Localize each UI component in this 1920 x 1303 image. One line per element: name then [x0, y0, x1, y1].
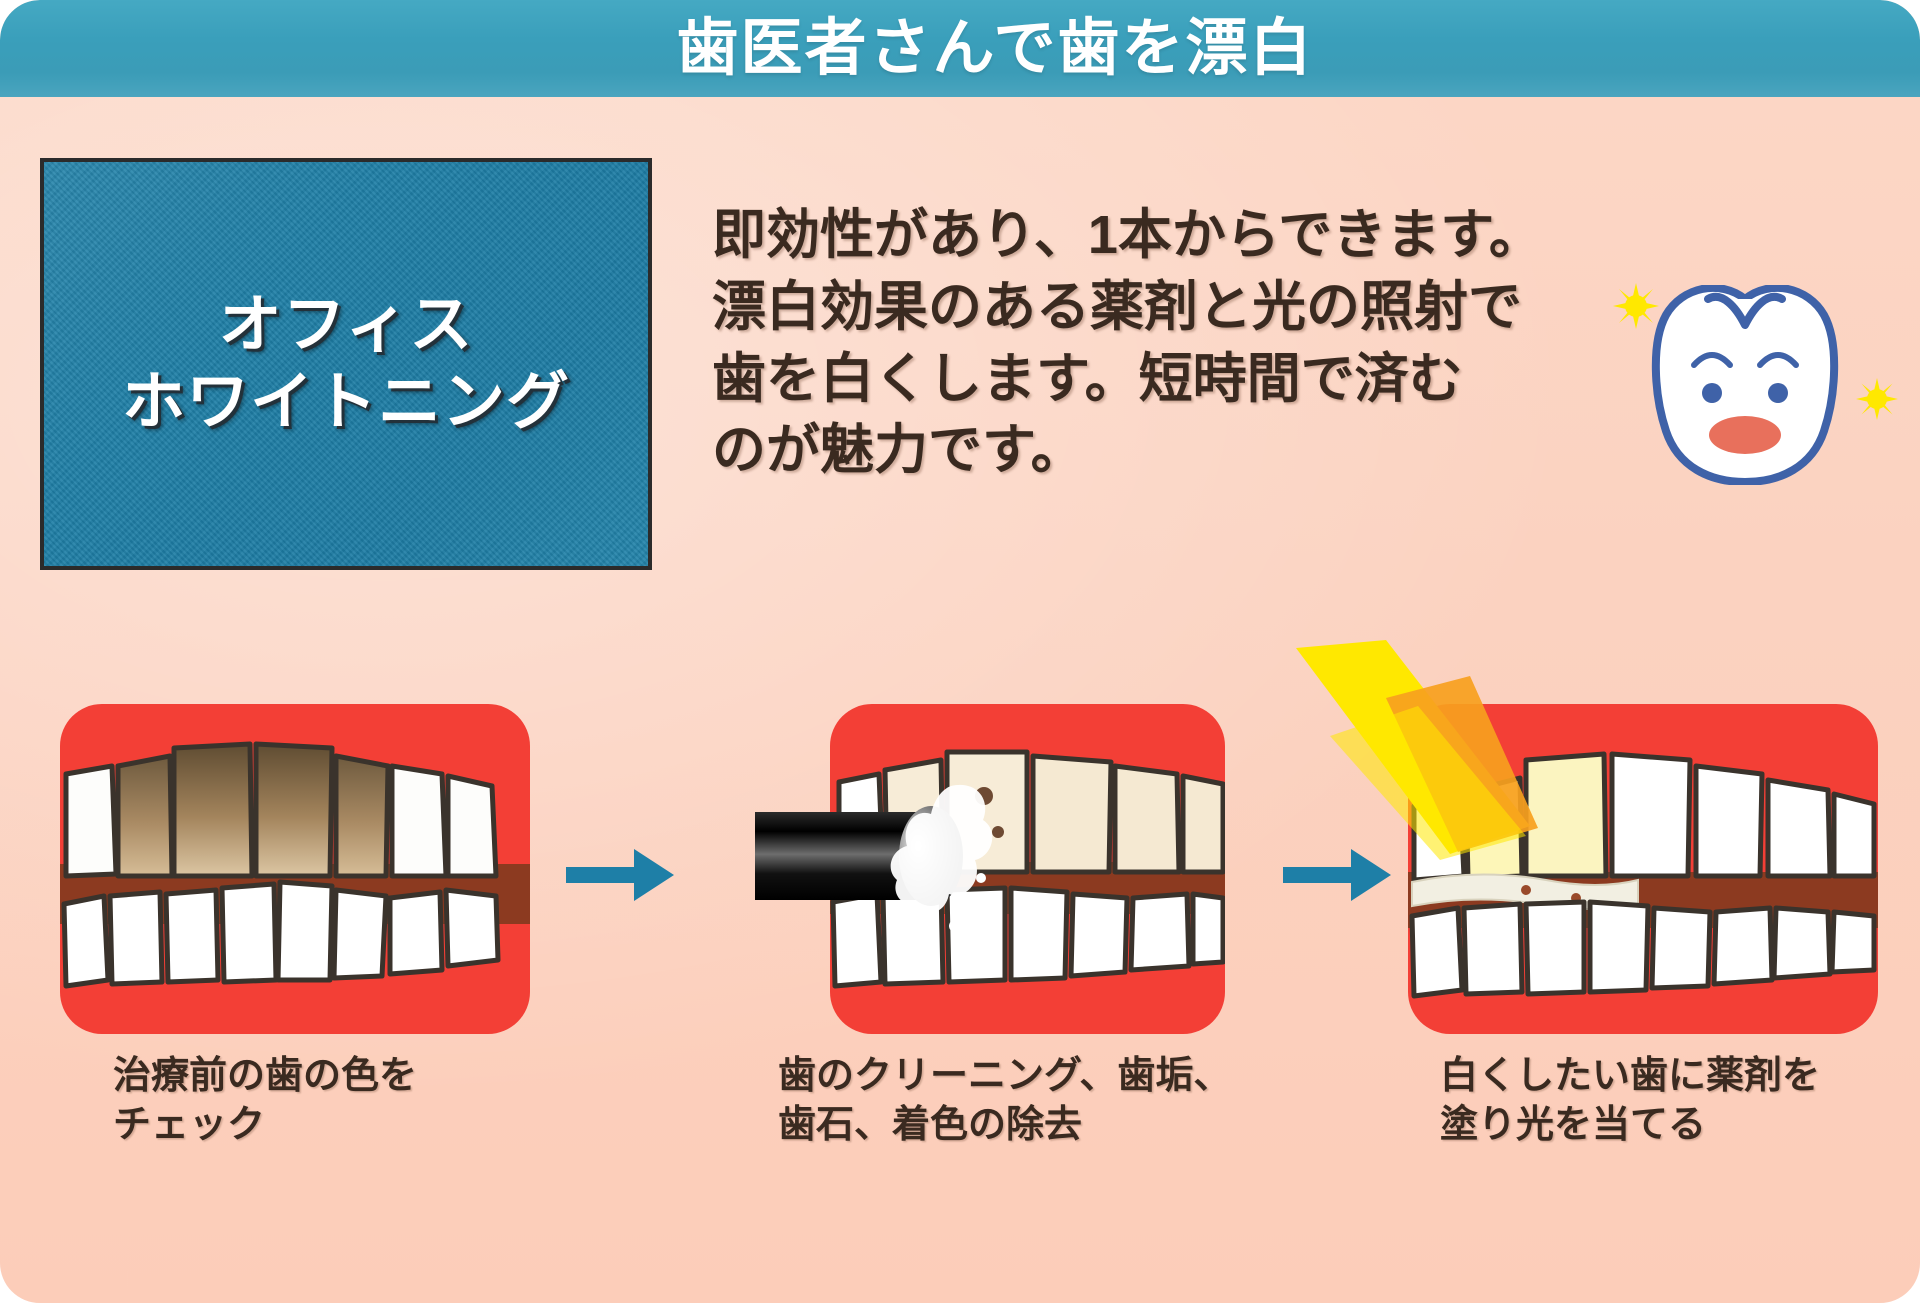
- step-1-caption: 治療前の歯の色を チェック: [113, 1052, 417, 1149]
- treatment-name-line-2: ホワイトニング: [122, 367, 570, 437]
- step-3-caption: 白くしたい歯に薬剤を 塗り光を当てる: [1440, 1052, 1820, 1149]
- treatment-name-box: オフィス ホワイトニング: [40, 158, 652, 570]
- step-3-caption-line-1: 白くしたい歯に薬剤を: [1440, 1055, 1821, 1097]
- description-line-2: 漂白効果のある薬剤と光の照射で: [712, 276, 1522, 337]
- step-1-caption-line-1: 治療前の歯の色を: [113, 1055, 418, 1097]
- step-2-caption-line-2: 歯石、着色の除去: [778, 1103, 1083, 1146]
- steps-container: 治療前の歯の色を チェック: [0, 690, 1920, 1190]
- step-2-caption-line-1: 歯のクリーニング、歯垢、: [778, 1055, 1232, 1097]
- step-3-caption-line-2: 塗り光を当てる: [1440, 1103, 1707, 1146]
- light-application-panel: [1408, 704, 1878, 1034]
- description-line-1: 即効性があり、1本からできます。: [712, 205, 1543, 265]
- description-line-3: 歯を白くします。短時間で済む: [712, 348, 1463, 409]
- stained-teeth-panel: [60, 704, 530, 1034]
- treatment-name-line-1: オフィス: [218, 290, 474, 361]
- step-1-caption-line-2: チェック: [113, 1103, 266, 1146]
- description-text: 即効性があり、1本からできます。 漂白効果のある薬剤と光の照射で 歯を白くします…: [712, 200, 1592, 487]
- description-line-4: のが魅力です。: [712, 420, 1085, 481]
- page-title: 歯医者さんで歯を漂白: [676, 13, 1314, 83]
- header-bar: 歯医者さんで歯を漂白: [0, 0, 1920, 97]
- sparkle-icon: [1613, 283, 1659, 329]
- cleaning-tool-panel: [755, 704, 1225, 1034]
- right-arrow-icon: [566, 849, 674, 901]
- tooth-mascot-icon: [1651, 285, 1839, 485]
- step-2-caption: 歯のクリーニング、歯垢、 歯石、着色の除去: [778, 1052, 1231, 1149]
- right-arrow-icon: [1283, 849, 1391, 901]
- sparkle-icon: [1856, 378, 1898, 420]
